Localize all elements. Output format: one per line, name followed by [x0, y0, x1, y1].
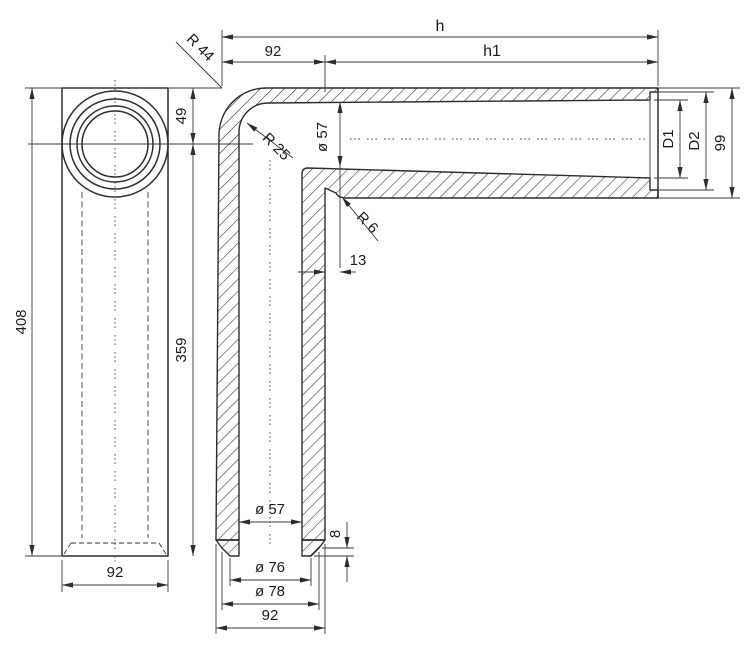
dim-h1-label: h1 — [483, 43, 501, 60]
leader-r25 — [246, 122, 294, 159]
hidden-flare-right — [158, 542, 167, 555]
dim-13-label: 13 — [350, 252, 367, 269]
dim-tube-bore-label: ø 57 — [255, 501, 285, 518]
flare-right-section — [301, 539, 326, 557]
dimensions-top: h 92 h1 R 44 — [175, 18, 659, 92]
flare-left-section — [215, 539, 240, 557]
dim-92-top-label: 92 — [265, 43, 282, 60]
hidden-flare-left — [63, 542, 72, 555]
dim-d2-label: D2 — [686, 131, 703, 150]
dim-arm-bore-label: ø 57 — [314, 122, 331, 152]
dim-r6-label: R 6 — [353, 209, 382, 238]
leader-r6 — [341, 196, 379, 242]
upper-wall-section — [215, 87, 659, 541]
dim-92b-label: 92 — [262, 607, 279, 624]
dim-r44-label: R 44 — [183, 31, 217, 65]
leader-r44 — [175, 41, 223, 89]
lower-wall-section — [301, 167, 659, 541]
section-view — [215, 87, 659, 557]
dim-408-label: 408 — [13, 309, 30, 334]
dim-r25-label: R 25 — [259, 130, 293, 164]
dimensions-right: D1 D2 99 — [654, 87, 740, 199]
dim-359-label: 359 — [173, 337, 190, 362]
dim-d1-label: D1 — [660, 129, 677, 148]
dim-8-label: 8 — [327, 530, 344, 538]
dim-99-label: 99 — [712, 135, 729, 152]
dim-49-label: 49 — [173, 108, 190, 125]
dim-92-endview-label: 92 — [107, 564, 124, 581]
dim-h-label: h — [436, 18, 445, 35]
dimensions-bottom: ø 57 8 ø 76 ø 78 92 — [215, 501, 354, 634]
dimensions-left: 408 49 359 92 — [13, 87, 222, 592]
dim-78-label: ø 78 — [255, 583, 285, 600]
tube-body-outline — [61, 87, 169, 557]
dim-76-label: ø 76 — [255, 559, 285, 576]
